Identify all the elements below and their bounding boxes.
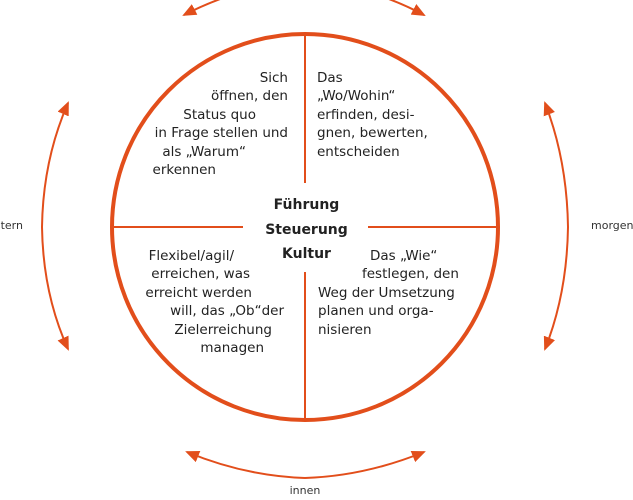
text-line: Sich: [259, 70, 288, 86]
quadrant-bottom-left-text: Flexibel/agil/ erreichen, was erreicht w…: [118, 247, 298, 357]
text-line: erreichen, was: [151, 266, 250, 283]
arrow-top-left-head: [182, 0, 221, 16]
text-line: in Frage stellen und: [154, 125, 288, 142]
text-line: Das „Wie“: [370, 248, 438, 264]
quadrant-bottom-right-text: Das „Wie“ festlegen, den Weg der Umsetzu…: [318, 247, 498, 339]
arrow-right-down: [543, 226, 569, 351]
edge-label-bottom: innen: [289, 484, 321, 497]
text-line: „Wo/Wohin“: [317, 88, 396, 105]
text-line: festlegen, den: [362, 266, 459, 283]
arrow-left-down: [41, 226, 69, 351]
text-line: planen und orga-: [318, 303, 434, 320]
center-line-fuehrung: Führung: [273, 197, 340, 213]
center-line-kultur: Kultur: [282, 246, 331, 262]
text-line: will, das „Ob“der: [170, 303, 284, 320]
text-line: erfinden, desi-: [317, 106, 415, 123]
text-line: als „Warum“: [162, 143, 246, 160]
text-line: erkennen: [152, 162, 216, 179]
edge-label-right: morgen: [591, 219, 633, 232]
center-line-steuerung: Steuerung: [265, 221, 348, 238]
text-line: Status quo: [183, 106, 256, 123]
arrow-bottom-right-head: [304, 450, 426, 479]
center-label: Führung Steuerung Kultur: [243, 193, 370, 267]
arrow-bottom-left-head: [185, 451, 306, 479]
text-line: Flexibel/agil/: [148, 248, 234, 264]
text-line: gnen, bewerten,: [317, 125, 428, 142]
text-line: entscheiden: [317, 143, 400, 160]
text-line: erreicht werden: [145, 284, 252, 301]
quadrant-top-left-text: Sich öffnen, den Status quo in Frage ste…: [108, 69, 288, 179]
text-line: Das: [317, 70, 343, 86]
text-line: Weg der Umsetzung: [318, 284, 455, 301]
text-line: öffnen, den: [211, 88, 288, 105]
quadrant-top-right-text: Das „Wo/Wohin“ erfinden, desi- gnen, bew…: [317, 69, 497, 161]
edge-label-left: gestern: [0, 219, 23, 232]
arrow-left-up: [41, 101, 69, 228]
arrow-right-up: [543, 101, 569, 228]
arrow-top-right-head: [388, 0, 426, 16]
text-line: Zielerreichung: [174, 321, 272, 338]
text-line: managen: [200, 340, 264, 357]
text-line: nisieren: [318, 321, 372, 338]
